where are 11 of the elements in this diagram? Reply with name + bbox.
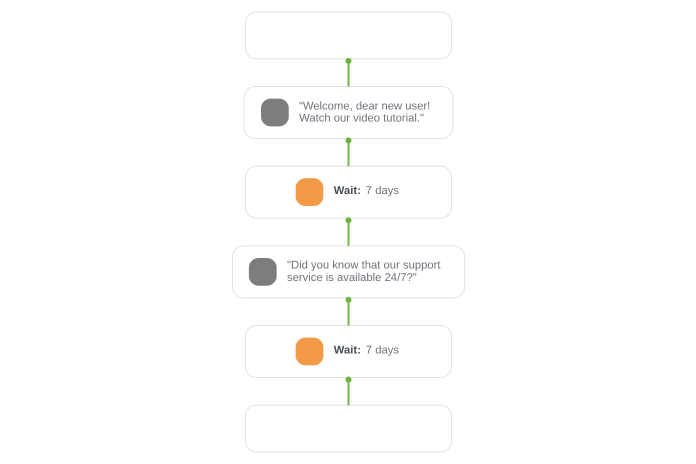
connector [344,376,352,406]
connector [344,138,352,166]
connector [344,58,352,87]
node-box [244,12,452,60]
node-box: Wait: 7 days [244,166,452,219]
node-box: Wait: 7 days [244,325,452,378]
node-box: "Did you know that our support service is available 24/7?" [231,245,465,298]
connector [344,217,352,246]
node-box: “Welcome, dear new user! Watch our video tutorial." [243,86,453,139]
connector [344,296,352,326]
node-box [244,404,452,452]
